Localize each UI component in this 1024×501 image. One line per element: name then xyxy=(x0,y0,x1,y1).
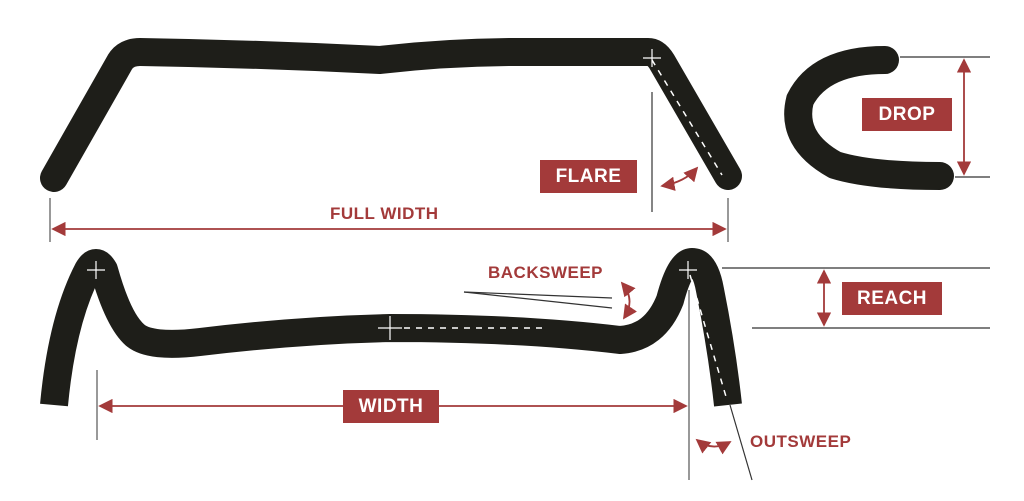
reach-label: REACH xyxy=(842,282,942,315)
handlebar-front-view xyxy=(40,248,742,407)
crosshair xyxy=(643,49,661,67)
outsweep-centerline xyxy=(689,274,728,401)
outsweep-line xyxy=(729,404,753,481)
crosshair xyxy=(87,261,697,340)
backsweep-angle-arrow xyxy=(620,281,637,320)
backsweep-line-b xyxy=(463,291,613,309)
width-label: WIDTH xyxy=(343,390,439,423)
outsweep-angle-arrow xyxy=(695,438,732,455)
outsweep-label: OUTSWEEP xyxy=(750,432,852,451)
handlebar-top-view xyxy=(40,38,742,192)
handlebar-side-view xyxy=(784,46,954,190)
drop-label: DROP xyxy=(862,98,952,131)
backsweep-label: BACKSWEEP xyxy=(488,263,604,282)
flare-centerline xyxy=(651,59,723,176)
backsweep-line-a xyxy=(463,291,613,299)
full-width-label: FULL WIDTH xyxy=(330,204,439,223)
flare-angle-arrow xyxy=(660,166,699,191)
flare-label: FLARE xyxy=(540,160,637,193)
